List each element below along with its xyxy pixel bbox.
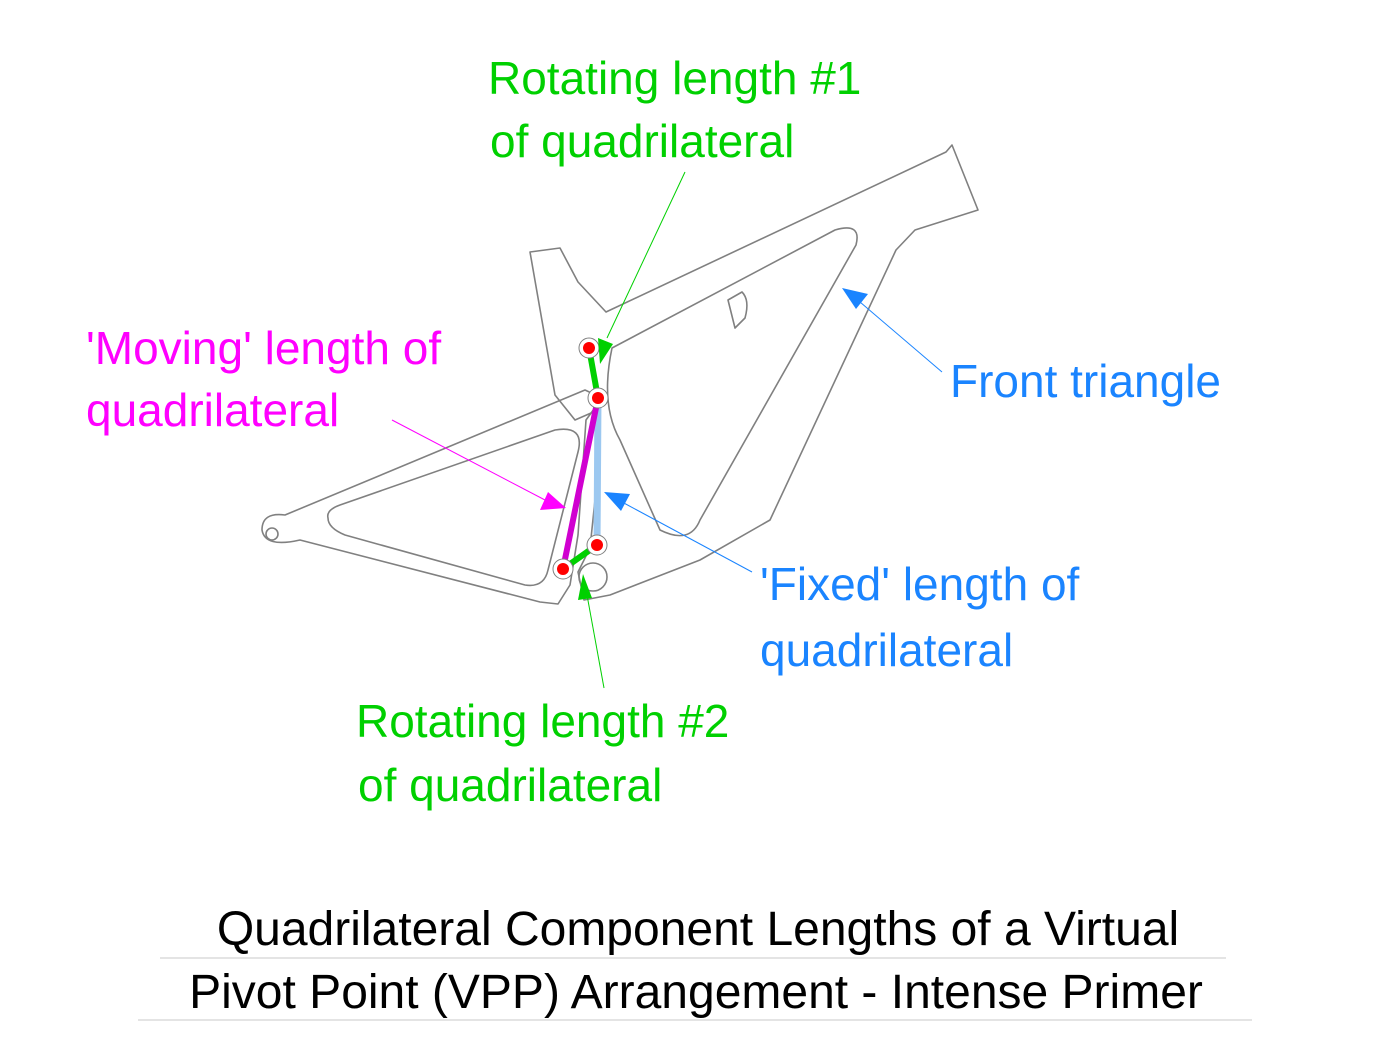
moving-arrowhead: [540, 492, 566, 510]
rotating-1-label-line1: Rotating length #1: [488, 52, 861, 104]
rear-axle: [265, 527, 279, 541]
rear-triangle-frame: [261, 389, 603, 605]
pivot-point: [583, 342, 595, 354]
title-line2: Pivot Point (VPP) Arrangement - Intense …: [189, 966, 1203, 1019]
moving-leader: [391, 419, 546, 501]
front-triangle-label: Front triangle: [950, 355, 1221, 407]
pivots: [552, 337, 609, 580]
fixed-length-link: [593, 394, 602, 549]
rotating-2-label-line1: Rotating length #2: [356, 695, 729, 747]
fixed-label-line2: quadrilateral: [760, 624, 1013, 676]
front-triangle-inner-opening: [606, 227, 858, 537]
quadrilateral: [552, 337, 609, 580]
title-line1: Quadrilateral Component Lengths of a Vir…: [217, 903, 1179, 956]
rear-triangle-inner-opening: [326, 428, 580, 587]
pivot-point: [592, 392, 604, 404]
pivot-point: [557, 563, 569, 575]
moving-label-line2: quadrilateral: [86, 384, 339, 436]
rear-triangle-outer-outline: [261, 389, 603, 605]
fixed-leader: [621, 501, 753, 573]
rotating-2-label-line2: of quadrilateral: [358, 759, 662, 811]
rotating-2-leader: [586, 594, 605, 689]
pivot-point: [591, 539, 603, 551]
rotating-2-arrowhead: [578, 574, 592, 600]
fixed-arrowhead: [604, 492, 630, 511]
moving-length-link: [560, 395, 601, 572]
moving-label-line1: 'Moving' length of: [86, 322, 441, 374]
rotating-1-leader: [606, 171, 686, 339]
top-tube-notch: [727, 291, 748, 329]
rotating-1-arrowhead: [598, 338, 613, 364]
fixed-label-line1: 'Fixed' length of: [760, 558, 1080, 610]
front-triangle-leader: [859, 301, 943, 373]
leaders: [391, 171, 943, 689]
front-triangle-arrowhead: [842, 288, 868, 309]
rotating-1-label-line2: of quadrilateral: [490, 115, 794, 167]
bottom-bracket: [578, 562, 608, 592]
